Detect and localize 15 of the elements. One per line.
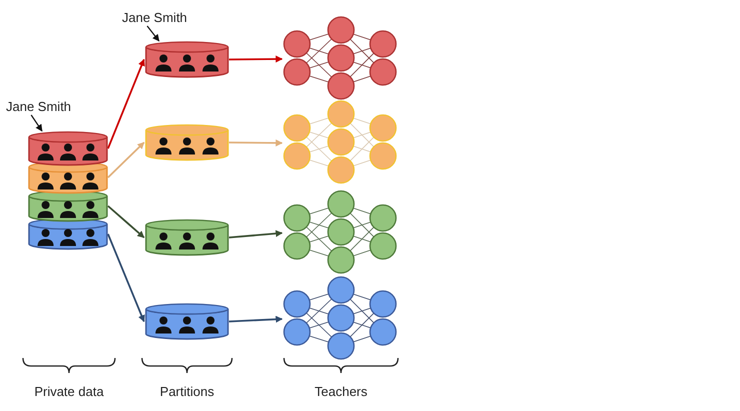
arrow [107,234,145,322]
arrow [229,56,283,63]
section-label: Teachers [314,384,368,399]
arrow [107,205,145,238]
arrow [229,139,283,146]
name-label: Jane Smith [6,99,72,114]
arrow [228,316,283,323]
leader-line [146,26,160,42]
section-label: Private data [34,384,104,399]
arrow [107,142,145,178]
arrow [228,230,283,238]
arrow [107,58,145,149]
section-label: Partitions [160,384,214,399]
leader-line [30,114,42,132]
name-label: Jane Smith [122,10,188,25]
